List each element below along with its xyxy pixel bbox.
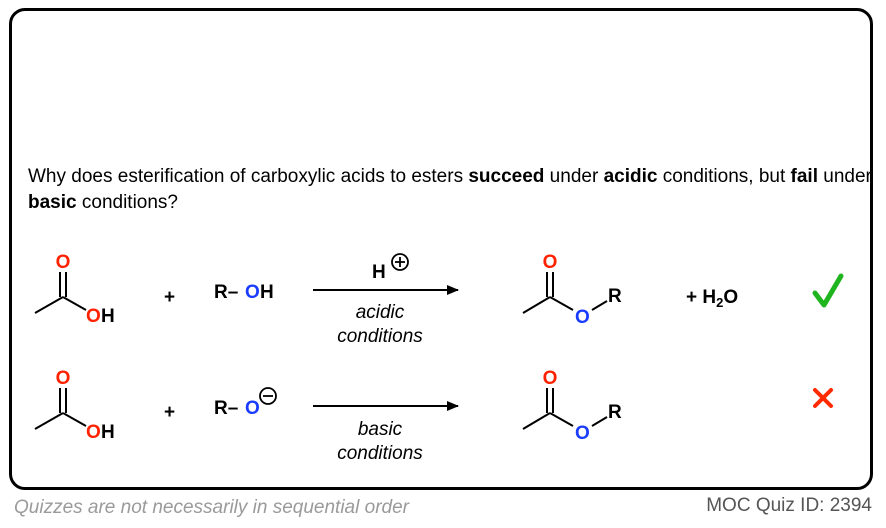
- oxygen-atom-label: O: [86, 306, 101, 327]
- bond: [591, 300, 608, 311]
- proton-label: H: [372, 262, 386, 283]
- question-bold-acidic: acidic: [603, 166, 658, 187]
- r-group-label: R–: [214, 282, 238, 303]
- reaction-arrow-acidic: H acidic conditions: [313, 253, 459, 347]
- water-subscript: 2: [716, 295, 723, 310]
- oxygen-atom-label: O: [575, 423, 590, 444]
- question-bold-succeed: succeed: [468, 166, 545, 187]
- acetic-acid-structure-row2: O O H: [34, 368, 115, 443]
- question-text-part: under: [817, 166, 872, 187]
- quiz-id-label: MOC Quiz ID: 2394: [706, 495, 872, 516]
- bond: [34, 296, 64, 314]
- water-label: + H: [686, 287, 716, 308]
- quiz-card: [9, 8, 873, 490]
- hydrogen-atom-label: H: [101, 306, 115, 327]
- oxygen-atom-label: O: [543, 252, 558, 273]
- plus-sign: +: [164, 287, 175, 308]
- question-bold-basic: basic: [28, 192, 77, 213]
- bond: [591, 416, 608, 427]
- plus-sign: +: [164, 402, 175, 423]
- water-label: O: [723, 287, 738, 308]
- bond: [522, 296, 551, 314]
- oxygen-atom-label: O: [575, 307, 590, 328]
- question-text-part: Why does esterification of carboxylic ac…: [28, 166, 469, 187]
- check-icon: [812, 273, 844, 308]
- condition-label: conditions: [337, 443, 423, 464]
- hydrogen-atom-label: H: [101, 422, 115, 443]
- acetic-acid-structure-row1: O O H: [34, 252, 115, 327]
- question-text-part: conditions?: [76, 192, 178, 213]
- alkoxide-structure: R– O: [214, 387, 277, 419]
- r-group-label: R: [608, 402, 622, 423]
- reaction-arrow-basic: basic conditions: [313, 401, 459, 464]
- bond: [549, 412, 574, 427]
- hydrogen-atom-label: H: [260, 282, 274, 303]
- bond: [522, 412, 551, 430]
- condition-label: acidic: [356, 302, 405, 323]
- positive-charge-icon: [391, 253, 409, 271]
- water-product: + H2O: [686, 287, 738, 310]
- negative-charge-icon: [259, 387, 277, 405]
- ester-structure-row1: O O R: [522, 252, 622, 328]
- oxygen-atom-label: O: [245, 282, 260, 303]
- bond: [549, 296, 574, 311]
- sequence-disclaimer: Quizzes are not necessarily in sequentia…: [14, 497, 409, 518]
- oxygen-atom-label: O: [56, 252, 71, 273]
- oxygen-atom-label: O: [245, 398, 260, 419]
- question-text-part: under: [544, 166, 604, 187]
- cross-icon: [813, 388, 833, 408]
- oxygen-atom-label: O: [86, 422, 101, 443]
- cross-icon: [813, 388, 833, 408]
- oxygen-atom-label: O: [56, 368, 71, 389]
- bond: [62, 412, 87, 427]
- r-group-label: R–: [214, 398, 238, 419]
- r-group-label: R: [608, 286, 622, 307]
- oxygen-atom-label: O: [543, 368, 558, 389]
- alcohol-structure: R– O H: [214, 282, 274, 303]
- question-text: Why does esterification of carboxylic ac…: [28, 164, 873, 216]
- question-text-part: conditions, but: [657, 166, 791, 187]
- ester-structure-row2: O O R: [522, 368, 622, 444]
- condition-label: basic: [358, 419, 403, 440]
- condition-label: conditions: [337, 326, 423, 347]
- bond: [34, 412, 64, 430]
- bond: [62, 296, 87, 311]
- question-bold-fail: fail: [790, 166, 818, 187]
